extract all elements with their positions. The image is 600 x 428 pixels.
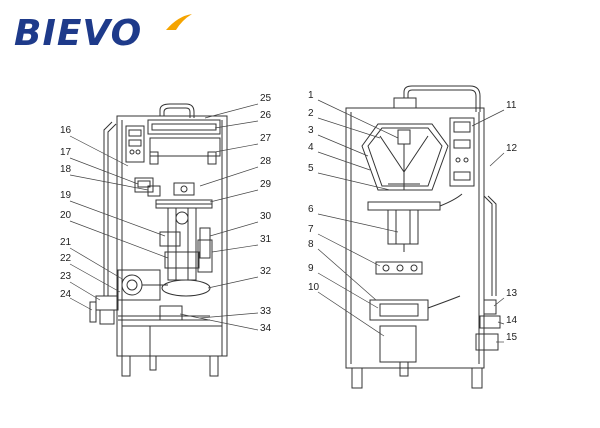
right-leader-line-4: [317, 151, 371, 171]
left-part-label-16: 16: [60, 125, 72, 136]
right-leader-line-13: [493, 297, 505, 307]
right-part-label-4: 4: [308, 142, 314, 153]
right-leader-line-5: [317, 172, 391, 191]
left-part-label-28: 28: [260, 156, 272, 167]
right-part-label-6: 6: [308, 204, 314, 215]
left-part-label-17: 17: [60, 147, 72, 158]
left-leader-line-28: [199, 166, 259, 187]
right-part-label-5: 5: [308, 163, 314, 174]
left-leader-line-26: [214, 120, 259, 129]
right-machine: [345, 85, 501, 389]
left-leader-line-17: [69, 157, 139, 185]
right-leader-line-7: [317, 233, 381, 267]
brand-logo: BIEVO: [14, 12, 194, 58]
left-leader-line-23: [69, 281, 101, 301]
left-leader-line-32: [207, 276, 259, 289]
right-part-label-2: 2: [308, 108, 314, 119]
right-part-label-1: 1: [308, 90, 314, 101]
left-leader-line-30: [209, 221, 259, 237]
right-part-label-10: 10: [308, 282, 320, 293]
left-leader-line-20: [69, 220, 169, 259]
right-leader-line-11: [471, 109, 505, 127]
left-part-label-20: 20: [60, 210, 72, 221]
right-part-label-12: 12: [506, 143, 518, 154]
right-leader-line-10: [317, 291, 385, 337]
left-leader-line-22: [69, 263, 121, 293]
left-leader-line-33: [199, 312, 259, 319]
left-leader-line-31: [211, 244, 259, 253]
left-machine: [89, 103, 228, 377]
left-part-label-27: 27: [260, 133, 272, 144]
left-part-label-22: 22: [60, 253, 72, 264]
left-part-label-18: 18: [60, 164, 72, 175]
right-leader-line-12: [489, 152, 505, 167]
right-part-label-8: 8: [308, 239, 314, 250]
right-part-label-13: 13: [506, 288, 518, 299]
left-part-label-19: 19: [60, 190, 72, 201]
right-leader-line-3: [317, 134, 369, 157]
left-leader-line-34: [179, 313, 259, 331]
right-leader-line-9: [317, 272, 379, 309]
right-leader-line-14: [497, 321, 505, 325]
brand-logo-text: BIEVO: [14, 13, 143, 54]
left-leader-line-18: [69, 174, 149, 191]
left-part-label-23: 23: [60, 271, 72, 282]
left-part-label-32: 32: [260, 266, 272, 277]
left-leader-line-25: [204, 103, 259, 119]
right-part-label-9: 9: [308, 263, 314, 274]
right-leader-line-1: [317, 99, 399, 139]
left-leader-line-16: [69, 135, 129, 167]
left-part-label-33: 33: [260, 306, 272, 317]
left-part-label-31: 31: [260, 234, 272, 245]
left-leader-line-29: [209, 189, 259, 203]
right-part-label-15: 15: [506, 332, 518, 343]
left-leader-line-19: [69, 200, 166, 237]
right-leader-line-8: [317, 248, 377, 301]
left-leader-line-27: [214, 143, 259, 153]
left-part-label-21: 21: [60, 237, 72, 248]
left-part-label-25: 25: [260, 93, 272, 104]
left-part-label-30: 30: [260, 211, 272, 222]
left-part-label-34: 34: [260, 323, 272, 334]
left-part-label-29: 29: [260, 179, 272, 190]
left-leader-line-24: [69, 297, 93, 311]
right-leader-line-6: [317, 213, 399, 233]
left-leader-line-21: [69, 247, 125, 281]
logo-swoosh-icon: [166, 14, 192, 30]
right-leader-line-2: [317, 117, 381, 139]
right-part-label-3: 3: [308, 125, 314, 136]
left-part-label-24: 24: [60, 289, 72, 300]
left-part-label-26: 26: [260, 110, 272, 121]
right-part-label-11: 11: [506, 100, 517, 111]
right-part-label-7: 7: [308, 224, 314, 235]
right-part-label-14: 14: [506, 315, 518, 326]
